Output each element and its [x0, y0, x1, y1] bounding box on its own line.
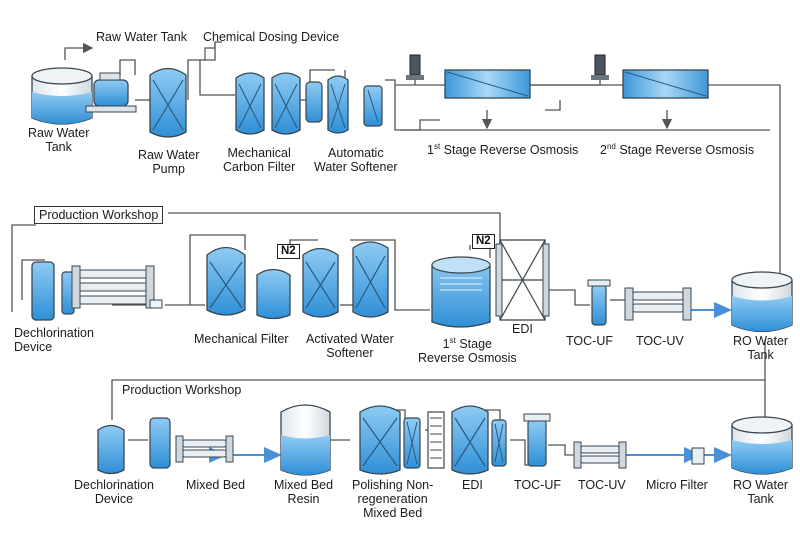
- n2-tag-b: N2: [472, 234, 495, 249]
- n2-tag-a: N2: [277, 244, 300, 259]
- label-automatic-water-softener: Automatic Water Softener: [314, 146, 398, 174]
- edi-bottom: [451, 405, 507, 475]
- label-ro-stage-mid: 1st Stage Reverse Osmosis: [418, 334, 517, 365]
- label-ro-water-tank-mid: RO Water Tank: [733, 334, 789, 362]
- mixed-bed-bottom: [175, 435, 234, 463]
- label-micro-filter: Micro Filter: [646, 478, 708, 492]
- label-dechlorination-bottom: Dechlorination Device: [74, 478, 154, 506]
- ro-mid-prefix: 1: [442, 337, 450, 352]
- label-ro-stage-1: 1st Stage Reverse Osmosis: [427, 140, 578, 157]
- ro2-sup: nd: [606, 142, 616, 151]
- dosing-device-icon: [204, 41, 222, 60]
- label-mechanical-carbon-filter: Mechanical Carbon Filter: [223, 146, 296, 174]
- ro-stage1-membrane: [444, 69, 531, 99]
- ro-tank-mid: [431, 256, 491, 328]
- label-ro-water-tank-bottom: RO Water Tank: [733, 478, 789, 506]
- label-toc-uf-bottom: TOC-UF: [514, 478, 561, 492]
- tubular-filter-mid: [71, 265, 163, 309]
- ro-water-tank-bottom: [731, 416, 793, 475]
- micro-filter-bottom: [691, 447, 705, 465]
- top-row-pipes: [64, 42, 781, 300]
- label-polishing-mixed-bed: Polishing Non- regeneration Mixed Bed: [352, 478, 434, 520]
- toc-uv-mid: [624, 287, 692, 321]
- automatic-water-softener: [305, 75, 383, 134]
- toc-uf-mid: [587, 279, 611, 326]
- toc-uf-bottom: [523, 413, 551, 467]
- production-workshop-title-bottom: Production Workshop: [122, 383, 242, 397]
- label-edi-bottom: EDI: [462, 478, 483, 492]
- ro2-text: Stage Reverse Osmosis: [615, 143, 755, 158]
- ro-mid-sup: st: [449, 336, 456, 345]
- high-pressure-pump-2: [591, 54, 609, 80]
- edi-stack-bottom: [427, 411, 445, 469]
- raw-water-pump: [85, 72, 137, 113]
- toc-uv-bottom: [573, 441, 627, 469]
- production-workshop-title-mid: Production Workshop: [34, 206, 164, 224]
- label-mixed-bed-resin: Mixed Bed Resin: [274, 478, 334, 506]
- ro-water-tank-mid: [731, 271, 793, 333]
- ro1-prefix: 1: [427, 143, 434, 158]
- label-dechlorination-mid: Dechlorination Device: [14, 326, 94, 354]
- label-ro-stage-2: 2nd Stage Reverse Osmosis: [600, 140, 754, 157]
- raw-water-tank-top: [31, 67, 93, 125]
- dechlorination-device-mid: [31, 261, 75, 321]
- raw-water-pump-vessel: [149, 67, 187, 138]
- label-raw-water-tank-top: Raw Water Tank: [96, 30, 188, 44]
- label-mechanical-filter: Mechanical Filter: [194, 332, 289, 346]
- edi-mid: [495, 239, 550, 321]
- polishing-mixed-bed-bottom: [359, 405, 421, 475]
- high-pressure-pump-1: [406, 54, 424, 80]
- ro1-sup: st: [433, 142, 441, 151]
- label-edi-mid: EDI: [512, 322, 533, 336]
- label-toc-uv-bottom: TOC-UV: [578, 478, 626, 492]
- label-toc-uv-mid: TOC-UV: [636, 334, 684, 348]
- ro-mid-text: Stage Reverse Osmosis: [418, 337, 517, 366]
- middle-row-pipes: [11, 212, 732, 318]
- label-chemical-dosing: Chemical Dosing Device: [203, 30, 340, 44]
- dechlorination-device-bottom: [97, 417, 171, 475]
- ro2-prefix: 2: [600, 143, 607, 158]
- label-activated-water-softener: Activated Water Softener: [306, 332, 394, 360]
- label-raw-water-pump: Raw Water Pump: [138, 148, 200, 176]
- label-mixed-bed: Mixed Bed: [186, 478, 246, 492]
- label-raw-water-tank: Raw Water Tank: [28, 126, 90, 154]
- activated-softener-mid: [302, 241, 389, 318]
- mixed-bed-resin-bottom: [280, 404, 331, 476]
- ro1-text: Stage Reverse Osmosis: [440, 143, 579, 158]
- mechanical-filter-mid: [206, 246, 291, 320]
- mechanical-carbon-filter: [235, 72, 301, 135]
- ro-stage2-membrane: [622, 69, 709, 99]
- label-toc-uf-mid: TOC-UF: [566, 334, 613, 348]
